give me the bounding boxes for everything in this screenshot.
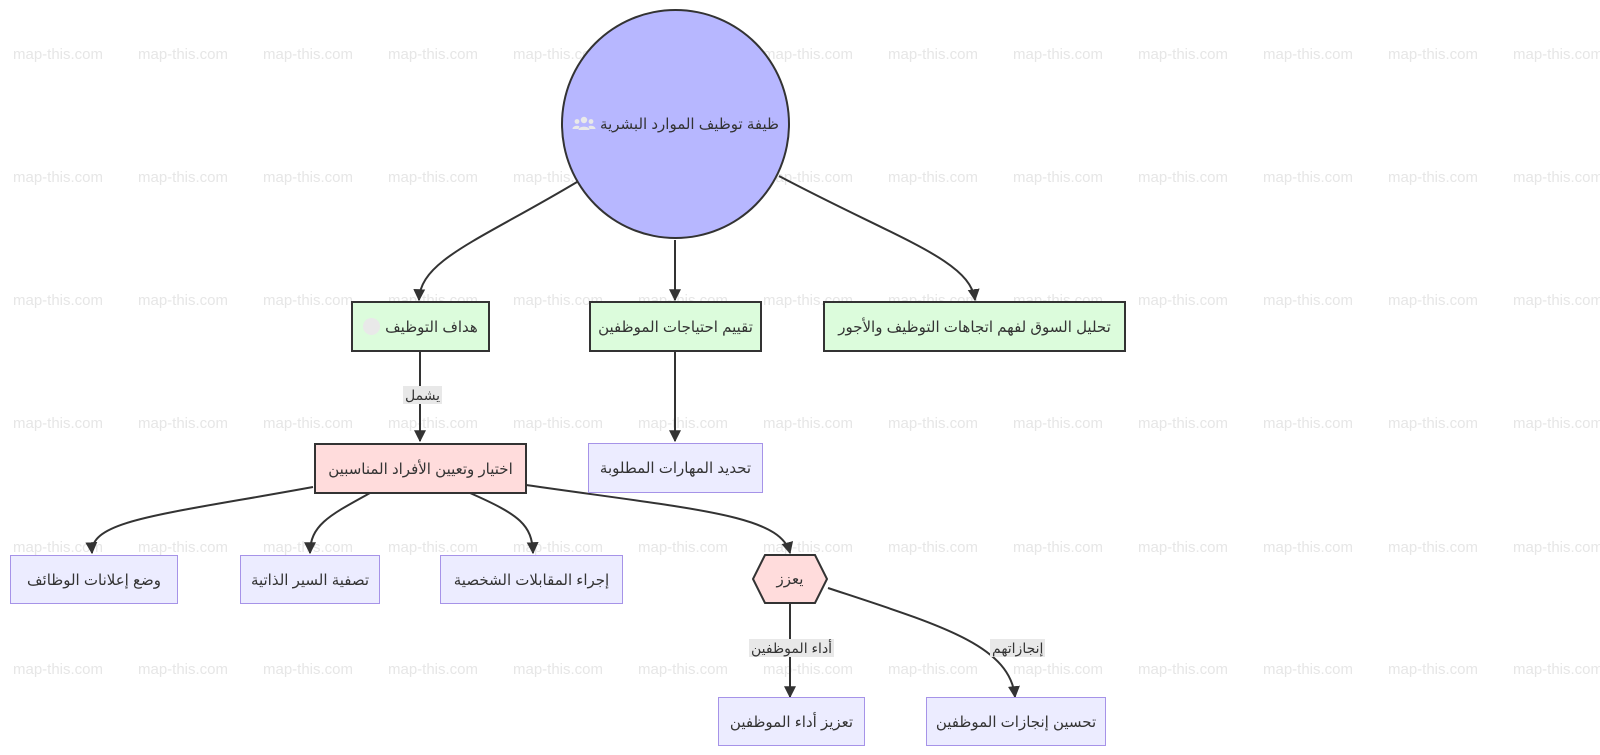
edge-select-cv [304, 492, 371, 555]
perf-label: تعزيز أداء الموظفين [729, 713, 854, 731]
interviews-label: إجراء المقابلات الشخصية [453, 571, 610, 589]
goals-node[interactable]: هداف التوظيف [351, 301, 490, 352]
perf-node[interactable]: تعزيز أداء الموظفين [718, 697, 865, 746]
edge-root-goals [413, 181, 578, 302]
users-icon [572, 115, 596, 133]
circle-icon [363, 318, 381, 335]
select-label: اختيار وتعيين الأفراد المناسبين [328, 460, 513, 478]
needs-label: تقييم احتياجات الموظفين [598, 318, 753, 336]
skills-label: تحديد المهارات المطلوبة [599, 460, 752, 477]
edge-label-performance: أداء الموظفين [749, 639, 835, 657]
market-label: تحليل السوق لفهم اتجاهات التوظيف والأجور [838, 318, 1111, 336]
interviews-node[interactable]: إجراء المقابلات الشخصية [440, 555, 623, 604]
needs-node[interactable]: تقييم احتياجات الموظفين [589, 301, 762, 352]
enhance-node[interactable] [752, 554, 828, 604]
root-label: ظيفة توظيف الموارد البشرية [600, 116, 779, 133]
ads-node[interactable]: وضع إعلانات الوظائف [10, 555, 178, 604]
market-node[interactable]: تحليل السوق لفهم اتجاهات التوظيف والأجور [823, 301, 1126, 352]
edge-select-enhance [525, 484, 794, 555]
edge-root-market [778, 175, 980, 302]
skills-node[interactable]: تحديد المهارات المطلوبة [588, 443, 763, 493]
select-node[interactable]: اختيار وتعيين الأفراد المناسبين [314, 443, 527, 494]
edge-select-interviews [469, 492, 539, 555]
edge-label-achievements: إنجازاتهم [990, 639, 1046, 657]
enhance-label: يعزز [776, 571, 804, 588]
edge-enhance-achieve [827, 587, 1020, 699]
cv-label: تصفية السير الذاتية [250, 571, 370, 589]
edge-select-ads [85, 486, 314, 555]
root-node[interactable]: ظيفة توظيف الموارد البشرية [561, 9, 790, 239]
cv-node[interactable]: تصفية السير الذاتية [240, 555, 380, 604]
ads-label: وضع إعلانات الوظائف [27, 571, 161, 589]
achieve-node[interactable]: تحسين إنجازات الموظفين [926, 697, 1106, 746]
goals-label: هداف التوظيف [385, 318, 478, 336]
edge-label-includes: يشمل [403, 386, 443, 404]
achieve-label: تحسين إنجازات الموظفين [935, 713, 1097, 731]
